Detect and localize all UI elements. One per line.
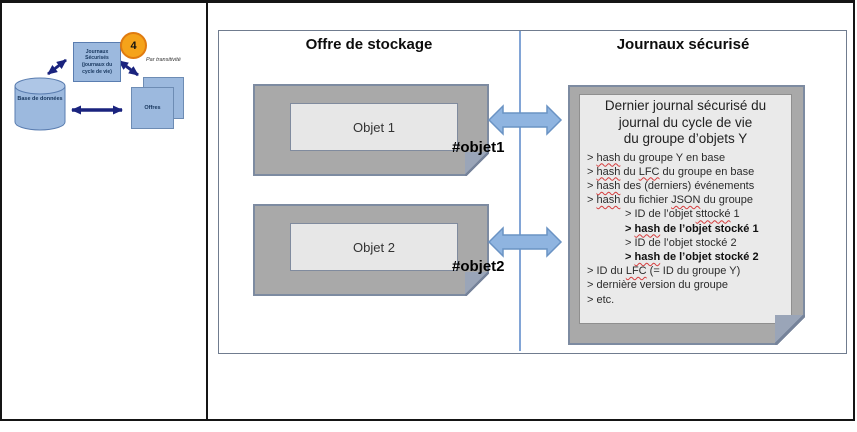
object-1-hash-tag: #objet1 (452, 139, 505, 156)
object-1-label: Objet 1 (353, 119, 395, 135)
journal-title-line: du groupe d’objets Y (623, 131, 748, 146)
journal-line-text: du fichier (620, 194, 672, 207)
misspelled-word: hash (634, 250, 661, 263)
misspelled-word: sttocké (695, 208, 731, 221)
mini-arrows-icon (47, 58, 139, 115)
object-note-2: Objet 2 (253, 204, 489, 296)
journal-panel: Dernier journal sécurisé du journal du c… (579, 94, 792, 324)
misspelled-word: LFC (638, 165, 660, 178)
journal-line-text: du groupe Y en base (620, 151, 726, 164)
journal-line: > ID du LFC (= ID du groupe Y) (587, 264, 791, 278)
journal-line-text: de l’objet stocké 2 (660, 250, 759, 263)
folded-corner-icon (465, 272, 489, 296)
folded-corner-icon (465, 152, 489, 176)
step-badge: 4 (120, 32, 147, 59)
misspelled-word: JSON (671, 194, 701, 207)
journal-line-text: > (625, 250, 635, 263)
journal-column-header: Journaux sécurisé (616, 36, 750, 53)
secure-journal-note: Dernier journal sécurisé du journal du c… (568, 85, 805, 345)
misspelled-word: LFC (625, 265, 647, 278)
journal-line-text: > ID du (587, 265, 626, 278)
offers-front-card: Offres (131, 87, 174, 129)
secure-journals-box: Journaux Sécurisés (journaux du cycle de… (73, 42, 121, 82)
offers-label: Offres (144, 105, 161, 111)
journal-line: > hash de l’objet stocké 2 (625, 250, 791, 264)
misspelled-word: hash (596, 151, 621, 164)
journal-line-text: > (587, 165, 597, 178)
step-badge-number: 4 (130, 39, 137, 52)
journal-line-text: (= ID du groupe Y) (646, 265, 741, 278)
object-2-hash-tag: #objet2 (452, 258, 505, 275)
journal-line: > hash de l’objet stocké 1 (625, 222, 791, 236)
overview-mini-diagram: Journaux Sécurisés (journaux du cycle de… (0, 0, 207, 200)
journal-line-text: des (derniers) événements (620, 179, 755, 192)
double-arrow-icon (487, 104, 563, 136)
journal-line: > ID de l’objet sttocké 1 (625, 207, 791, 221)
journal-line-text: > ID de l’objet stocké 2 (625, 236, 737, 249)
step-caption: Par transitivité (146, 57, 181, 63)
misspelled-word: hash (634, 222, 661, 235)
misspelled-word: hash (596, 179, 621, 192)
journal-line-text: > (587, 194, 597, 207)
journal-line-text: > ID de l’objet (625, 208, 696, 221)
double-arrow-icon (487, 226, 563, 258)
object-2-label: Objet 2 (353, 239, 395, 255)
journal-line-text: du groupe (700, 194, 754, 207)
journal-line: > ID de l’objet stocké 2 (625, 236, 791, 250)
journal-line-text: 1 (730, 208, 740, 221)
journal-line: > hash du fichier JSON du groupe (587, 193, 791, 207)
misspelled-word: hash (596, 165, 621, 178)
journal-line-text: > (625, 222, 635, 235)
database-icon (14, 77, 66, 131)
journal-list: > hash du groupe Y en base> hash du LFC … (580, 151, 791, 307)
journal-line-text: du groupe en base (659, 165, 755, 178)
journal-line: > hash des (derniers) événements (587, 179, 791, 193)
folded-corner-icon (775, 315, 805, 345)
journal-line: > hash du LFC du groupe en base (587, 165, 791, 179)
secure-journals-label: Journaux Sécurisés (journaux du cycle de… (81, 48, 113, 75)
outer-frame (0, 0, 855, 421)
journal-line: > etc. (587, 293, 791, 307)
storage-column-header: Offre de stockage (305, 36, 433, 53)
journal-line: > hash du groupe Y en base (587, 151, 791, 165)
journal-title-line: Dernier journal sécurisé du (604, 98, 767, 113)
object-note-1: Objet 1 (253, 84, 489, 176)
journal-title-line: journal du cycle de vie (618, 114, 753, 130)
misspelled-word: hash (596, 194, 621, 207)
object-box-1: Objet 1 (290, 103, 458, 151)
journal-line-text: > (587, 151, 597, 164)
journal-line-text: du (620, 165, 639, 178)
section-divider (206, 0, 208, 421)
column-divider (519, 31, 521, 351)
journal-line-text: de l’objet stocké 1 (660, 222, 759, 235)
journal-line-text: > etc. (587, 293, 615, 306)
journal-line-text: > (587, 179, 597, 192)
object-box-2: Objet 2 (290, 223, 458, 271)
journal-line-text: > dernière version du groupe (587, 279, 728, 292)
database-label: Base de données (17, 96, 63, 102)
journal-line: > dernière version du groupe (587, 278, 791, 292)
